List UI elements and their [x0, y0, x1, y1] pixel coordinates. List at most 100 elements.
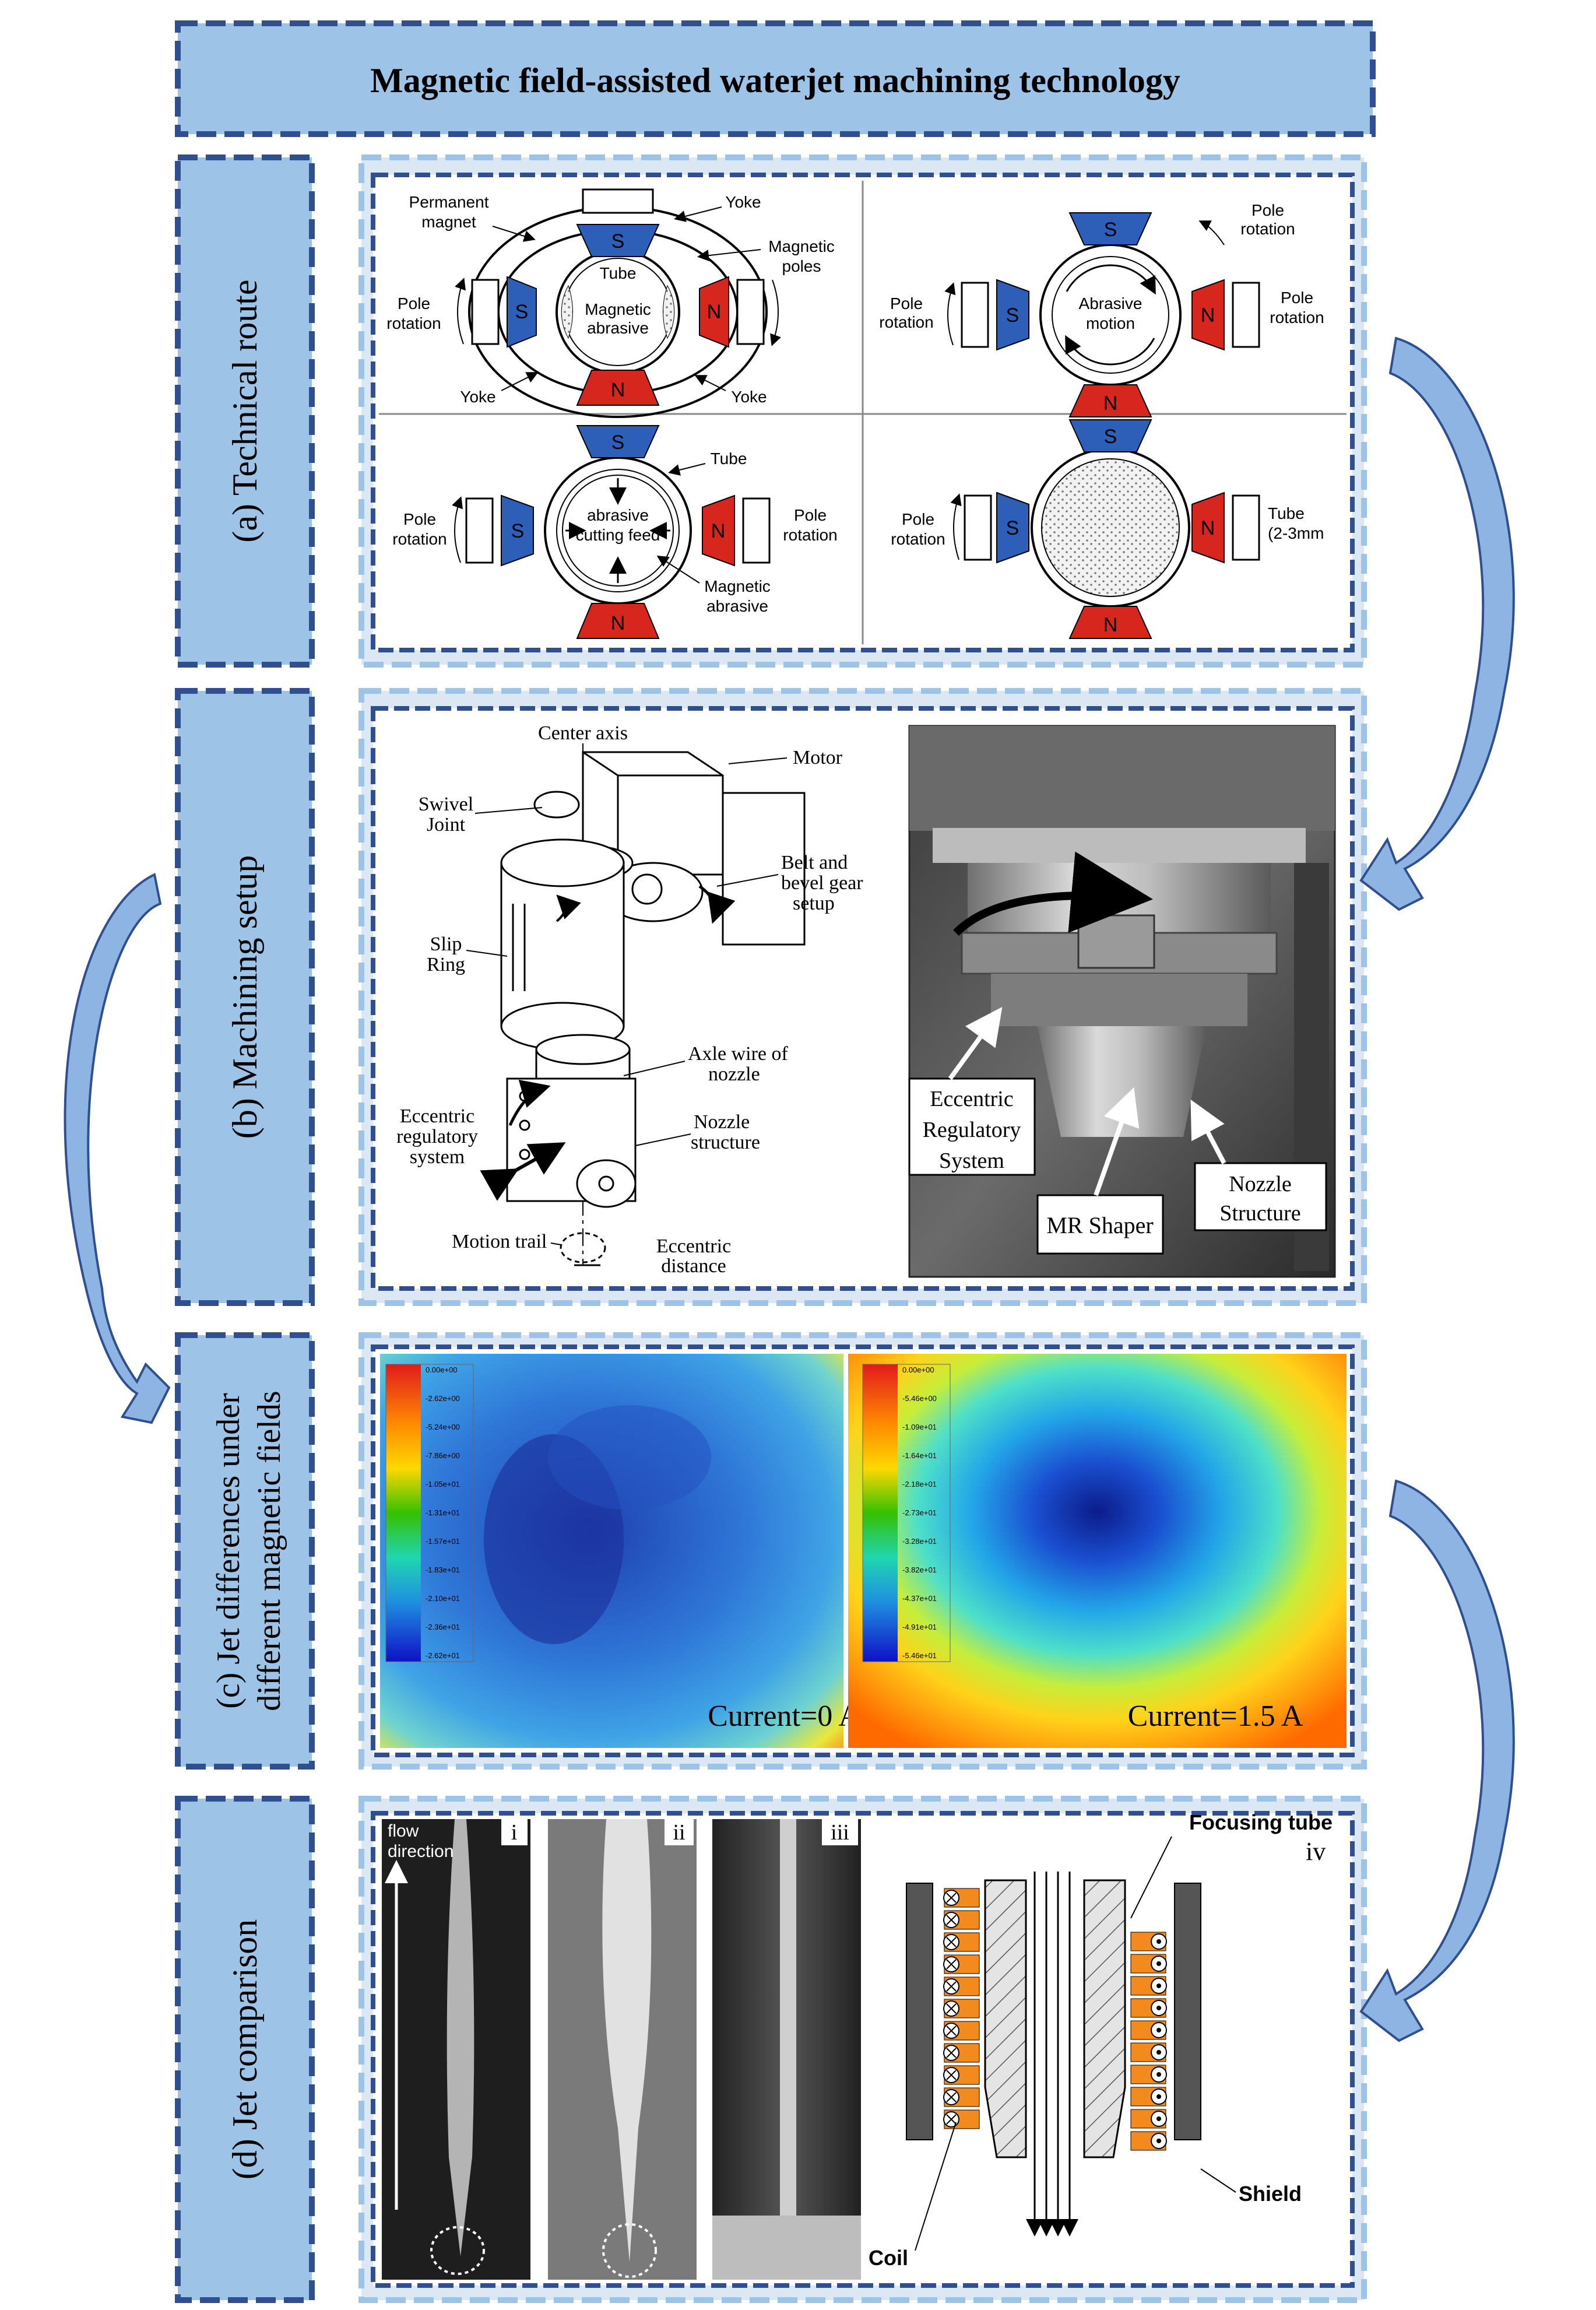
svg-text:Ring: Ring — [427, 954, 465, 975]
legend-left: 0.00e+00-2.62e+00-5.24e+00-7.86e+00-1.05… — [426, 1365, 460, 1660]
svg-text:Pole: Pole — [890, 294, 923, 313]
svg-text:Pole: Pole — [794, 506, 827, 524]
svg-text:MR Shaper: MR Shaper — [1046, 1212, 1153, 1238]
svg-text:ii: ii — [673, 1820, 685, 1845]
svg-text:structure: structure — [691, 1132, 760, 1153]
svg-text:rotation: rotation — [386, 314, 441, 332]
svg-text:Permanent: Permanent — [409, 193, 489, 211]
svg-text:Eccentric: Eccentric — [400, 1105, 474, 1127]
svg-text:S: S — [511, 520, 525, 542]
legend-tick: -1.31e+01 — [426, 1508, 460, 1517]
coil-wire-dot — [1156, 2028, 1161, 2032]
svg-text:Nozzle: Nozzle — [1229, 1172, 1292, 1196]
svg-text:abrasive: abrasive — [587, 506, 649, 524]
legend-right: 0.00e+00-5.46e+00-1.09e+01-1.64e+01-2.18… — [902, 1365, 937, 1660]
svg-text:magnet: magnet — [421, 213, 476, 231]
svg-text:Pole: Pole — [403, 510, 436, 528]
legend-tick: -5.46e+01 — [902, 1651, 937, 1660]
section-a-label: (a) Technical route — [226, 279, 264, 542]
svg-text:rotation: rotation — [879, 313, 933, 331]
coil-wire-dot — [1156, 2050, 1161, 2055]
svg-text:Magnetic: Magnetic — [704, 577, 771, 595]
svg-text:Pole: Pole — [1281, 289, 1313, 307]
machining-setup-photo: Eccentric Regulatory System MR Shaper No… — [908, 725, 1336, 1278]
svg-text:rotation: rotation — [392, 530, 447, 548]
svg-text:S: S — [1104, 219, 1117, 241]
legend-tick: -2.10e+01 — [426, 1594, 460, 1603]
svg-text:Pole: Pole — [1252, 201, 1284, 219]
legend-tick: 0.00e+00 — [426, 1365, 458, 1374]
svg-text:Axle wire of: Axle wire of — [688, 1043, 789, 1065]
svg-text:bevel gear: bevel gear — [781, 872, 863, 894]
svg-text:Abrasive: Abrasive — [1079, 294, 1142, 313]
svg-text:abrasive: abrasive — [706, 597, 768, 615]
coil-wire-dot — [1156, 2094, 1161, 2099]
svg-text:Magnetic: Magnetic — [768, 237, 835, 255]
svg-text:Pole: Pole — [902, 510, 934, 528]
svg-text:poles: poles — [782, 257, 821, 275]
route-panel-3: S N S N abrasive cutting feed Tube Pole … — [392, 425, 838, 639]
flow-arrow-c-to-d — [1359, 1479, 1515, 2042]
legend-tick: -2.36e+01 — [426, 1623, 460, 1631]
svg-text:System: System — [939, 1149, 1004, 1173]
svg-text:S: S — [515, 301, 529, 323]
legend-tick: -5.46e+00 — [902, 1394, 937, 1403]
caption-current-0: Current=0 A — [708, 1700, 860, 1733]
svg-text:Tube: Tube — [1268, 504, 1305, 522]
coil-wire-cross — [946, 1915, 957, 1925]
svg-text:rotation: rotation — [891, 530, 945, 548]
route-panel-2: S N S N Abrasive motion Pole rotation Po… — [879, 201, 1324, 417]
svg-text:i: i — [511, 1820, 518, 1845]
coil-wire-cross — [946, 2025, 957, 2036]
legend-tick: 0.00e+00 — [902, 1365, 934, 1374]
svg-text:cutting feed: cutting feed — [576, 526, 660, 544]
callout-eccentric-regulatory-system — [908, 1077, 1036, 1176]
legend-tick: -2.73e+01 — [902, 1508, 937, 1517]
callout-nozzle-structure — [1194, 1162, 1327, 1231]
pole-s-top — [576, 224, 660, 257]
coil-wire-dot — [1156, 1983, 1161, 1988]
legend-tick: -2.62e+01 — [426, 1651, 460, 1660]
svg-text:S: S — [1006, 304, 1020, 327]
coil-label: Coil — [869, 2246, 908, 2270]
legend-tick: -3.28e+01 — [902, 1537, 937, 1546]
section-c-label-line1: (c) Jet differences under — [210, 1393, 247, 1709]
svg-text:Tube: Tube — [711, 450, 747, 468]
legend-tick: -1.83e+01 — [426, 1565, 460, 1574]
page-title: Magnetic field-assisted waterjet machini… — [370, 61, 1180, 100]
focusing-tube-label: Focusing tube — [1189, 1810, 1333, 1834]
coil-wire-cross — [946, 1893, 957, 1903]
coil-wire-cross — [946, 2048, 957, 2058]
svg-text:Yoke: Yoke — [725, 193, 761, 211]
coil-wire-cross — [946, 2070, 957, 2080]
section-d-label: (d) Jet comparison — [226, 1919, 264, 2180]
legend-tick: -4.37e+01 — [902, 1594, 937, 1603]
section-a-label-box: (a) Technical route — [175, 155, 315, 668]
svg-text:N: N — [707, 301, 722, 323]
coil-wire-dot — [1156, 2116, 1161, 2121]
svg-text:Eccentric: Eccentric — [930, 1087, 1013, 1111]
jet-map-current-0: 0.00e+00-2.62e+00-5.24e+00-7.86e+00-1.05… — [380, 1354, 860, 1748]
svg-text:system: system — [410, 1146, 465, 1168]
svg-text:Structure: Structure — [1219, 1201, 1300, 1226]
machining-setup-drawing — [480, 743, 806, 1266]
legend-tick: -4.91e+01 — [902, 1623, 937, 1631]
svg-text:Magnetic: Magnetic — [585, 300, 651, 318]
svg-text:motion: motion — [1086, 314, 1135, 332]
section-b-label-box: (b) Machining setup — [175, 688, 315, 1306]
flow-arrow-a-to-b — [1359, 336, 1515, 911]
svg-text:direction: direction — [388, 1842, 454, 1861]
coil-wire-cross — [946, 2092, 957, 2102]
svg-text:Swivel: Swivel — [419, 794, 473, 815]
svg-text:(2-3mm: (2-3mm — [1268, 524, 1324, 542]
svg-text:N: N — [611, 379, 625, 401]
pole-n-right — [699, 276, 729, 348]
section-d-label-box: (d) Jet comparison — [175, 1796, 315, 2303]
svg-text:N: N — [1201, 517, 1215, 539]
pole-s-left — [507, 276, 537, 348]
coil-wire-dot — [1156, 2006, 1161, 2010]
coil-wire-cross — [946, 2003, 957, 2014]
legend-tick: -2.18e+01 — [902, 1480, 937, 1488]
svg-text:Motor: Motor — [793, 747, 843, 768]
caption-current-1-5: Current=1.5 A — [1128, 1700, 1303, 1733]
